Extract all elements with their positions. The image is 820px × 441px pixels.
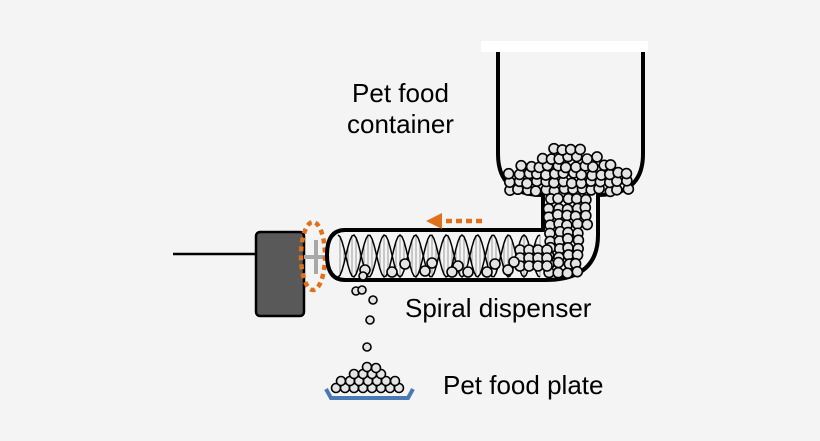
pet-food-plate-icon [324, 388, 415, 400]
container-label-line2: container [347, 109, 454, 139]
flow-direction-arrow-icon [426, 213, 482, 229]
container-label-line1: Pet food [352, 78, 449, 108]
container-label: Pet food container [347, 78, 454, 140]
falling-pellets [351, 271, 378, 352]
spiral-dispenser-icon [337, 234, 541, 278]
plate-label: Pet food plate [443, 370, 604, 400]
coupling-highlight [298, 219, 328, 293]
container-lid [481, 41, 648, 52]
food-pellets-icon [359, 142, 635, 280]
plate-food-pile [330, 361, 405, 394]
motor-icon [254, 230, 306, 318]
spiral-dispenser-label: Spiral dispenser [405, 293, 592, 323]
